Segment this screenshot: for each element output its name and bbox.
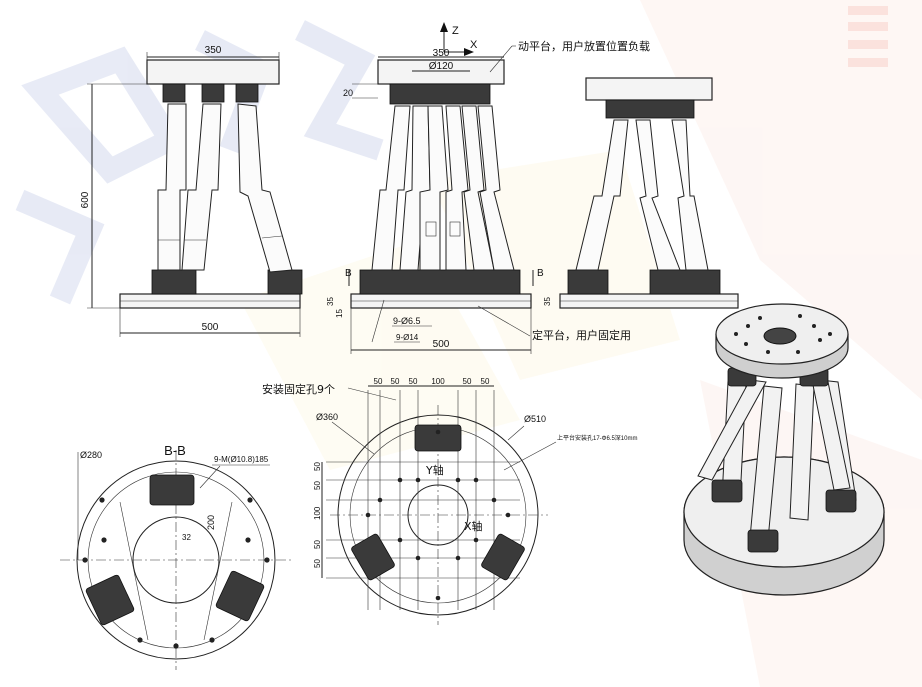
- isometric-view: [683, 303, 885, 596]
- actuator-leg: [575, 119, 629, 271]
- side-top-diameter: Ø120: [429, 61, 454, 72]
- actuator-leg: [419, 105, 449, 271]
- section-dim-32: 32: [182, 533, 191, 542]
- rear-view: [559, 77, 739, 309]
- side-holes: 9-Ø6.5: [393, 316, 421, 326]
- section-dim-200: 200: [206, 515, 216, 530]
- axis-indicator: Z X: [440, 22, 478, 56]
- side-base-width: 500: [433, 339, 450, 350]
- x-axis-label: X: [470, 39, 478, 51]
- moving-platform-side: [377, 59, 505, 85]
- section-diameter: Ø280: [80, 450, 102, 460]
- actuator-leg: [635, 119, 681, 271]
- left-spacing-label: 50: [313, 462, 322, 471]
- spacing-label: 50: [374, 377, 383, 386]
- actuator-leg: [445, 105, 469, 271]
- side-base-height-left: 35: [326, 297, 335, 306]
- front-base-width: 500: [202, 322, 219, 333]
- section-view-bb: B-B Ø280 9-M(Ø10.8)185 200 32: [60, 443, 292, 670]
- top-diameter-360: Ø360: [316, 412, 338, 422]
- side-view: Z X 350 Ø120 20 B B 35 35 15 9-Ø6.5 9-Ø1…: [326, 22, 650, 354]
- spacing-label: 50: [409, 377, 418, 386]
- moving-platform-rear: [585, 77, 713, 101]
- mount-holes-callout: 安装固定孔9个: [262, 382, 335, 396]
- section-title: B-B: [164, 443, 186, 458]
- section-note: 9-M(Ø10.8)185: [214, 455, 269, 464]
- side-top-width: 350: [433, 48, 450, 59]
- top-x-axis-label: X轴: [464, 519, 483, 533]
- actuator-leg: [157, 103, 187, 271]
- moving-platform-callout: 动平台，用户放置位置负载: [518, 39, 650, 53]
- side-base-height-right: 35: [543, 297, 552, 306]
- actuator-leg: [371, 105, 411, 271]
- side-hole-sub: 9-Ø14: [396, 333, 419, 342]
- left-spacing-label: 50: [313, 481, 322, 490]
- side-plate-thickness: 20: [343, 88, 353, 98]
- spacing-label: 50: [481, 377, 490, 386]
- actuator-leg: [477, 105, 515, 271]
- actuator-leg: [181, 103, 222, 271]
- left-spacing-label: 100: [313, 506, 322, 520]
- front-top-width: 350: [205, 45, 222, 56]
- spacing-label: 50: [463, 377, 472, 386]
- fixed-platform-callout: 定平台，用户固定用: [532, 328, 631, 342]
- top-diameter-510: Ø510: [524, 414, 546, 424]
- spacing-label: 100: [431, 377, 445, 386]
- front-height: 600: [80, 191, 91, 208]
- actuator-leg: [671, 119, 709, 271]
- top-y-axis-label: Y轴: [425, 463, 444, 477]
- front-view: 350 600 500: [80, 45, 303, 337]
- top-note: 上平台安装孔17-Φ6.5深10mm: [557, 434, 637, 442]
- top-view: 安装固定孔9个 50 50 50 100 50: [262, 377, 637, 625]
- side-base-small: 15: [335, 309, 344, 318]
- left-spacing-label: 50: [313, 559, 322, 568]
- left-spacing-label: 50: [313, 540, 322, 549]
- section-mark-right: B: [537, 268, 544, 279]
- actuator-leg: [237, 103, 293, 273]
- section-mark-left: B: [345, 268, 352, 279]
- moving-platform-front: [146, 59, 280, 85]
- z-axis-label: Z: [452, 25, 459, 37]
- spacing-label: 50: [391, 377, 400, 386]
